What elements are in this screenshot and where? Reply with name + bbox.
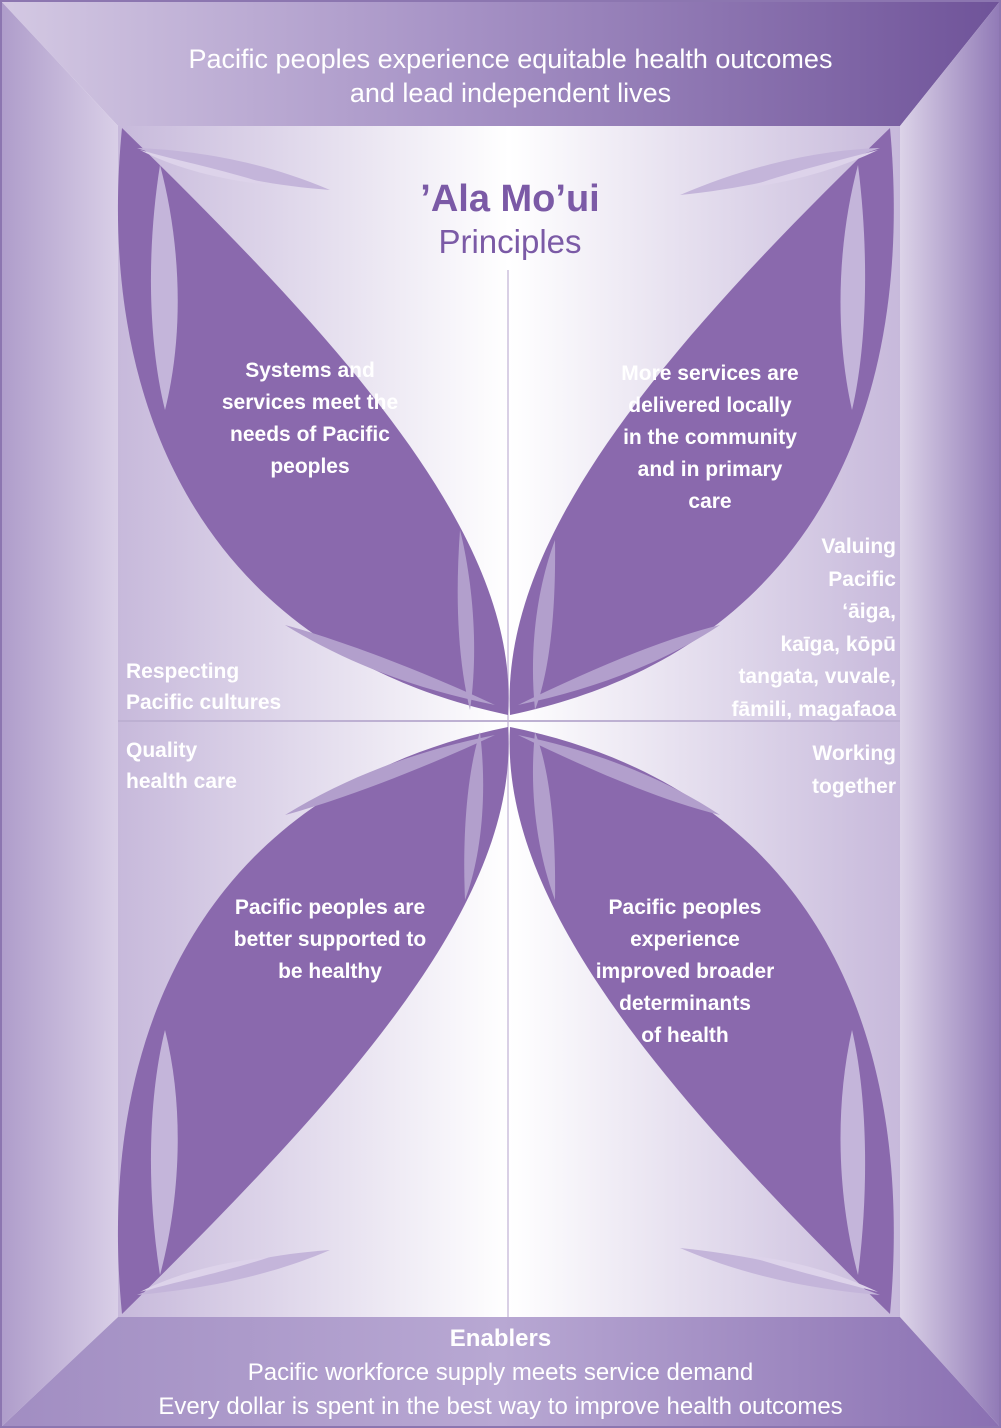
petal-line: be healthy [278, 960, 382, 983]
frame-left-band [0, 0, 118, 1428]
petal-line: More services are [621, 362, 799, 385]
petal-text-bottom-left: Pacific peoples are better supported to … [205, 892, 455, 988]
principle-line: kaīga, kōpū [780, 632, 896, 656]
petal-line: Pacific peoples [608, 896, 762, 919]
principle-line: Respecting [126, 660, 240, 683]
petal-line: delivered locally [628, 394, 792, 417]
principle-respecting-cultures: Respecting Pacific cultures [126, 656, 326, 718]
petal-line: Systems and [245, 359, 375, 382]
petal-line: services meet the [221, 391, 399, 414]
principle-quality-care: Quality health care [126, 735, 326, 797]
title-subtitle: Principles [438, 223, 582, 260]
petal-line: of health [641, 1024, 729, 1047]
petal-text-top-left: Systems and services meet the needs of P… [200, 355, 420, 483]
petal-line: needs of Pacific [230, 423, 390, 446]
petal-top-left [117, 128, 509, 715]
principle-line: tangata, vuvale, [738, 665, 896, 688]
petal-line: better supported to [233, 928, 427, 951]
petal-line: determinants [619, 992, 751, 1015]
petal-line: experience [630, 928, 740, 951]
petal-line: Pacific peoples are [234, 896, 426, 919]
diagram-title: ’Ala Mo’ui Principles [360, 176, 660, 262]
principle-line: health care [126, 770, 237, 793]
frame-bottom-band [0, 1317, 1001, 1428]
enablers-banner: Enablers Pacific workforce supply meets … [40, 1322, 961, 1424]
petal-line: improved broader [595, 960, 775, 983]
principle-line: together [812, 775, 896, 798]
principle-line: Quality [126, 739, 198, 762]
petal-text-bottom-right: Pacific peoples experience improved broa… [570, 892, 800, 1052]
principle-line: Pacific cultures [126, 691, 282, 714]
principle-working-together: Working together [696, 737, 896, 803]
petal-line: in the community [623, 426, 797, 449]
petal-line: peoples [270, 455, 350, 478]
frame-right-band [900, 0, 1001, 1428]
enabler-line-1: Pacific workforce supply meets service d… [247, 1359, 754, 1386]
petal-line: and in primary [637, 458, 783, 481]
frame-top-band [0, 0, 1001, 126]
enabler-line-2: Every dollar is spent in the best way to… [158, 1393, 843, 1420]
principle-line: Pacific [828, 567, 896, 591]
petal-line: care [688, 490, 732, 513]
petal-text-top-right: More services are delivered locally in t… [590, 358, 830, 518]
principle-line: Working [812, 742, 896, 765]
principle-line: fāmili, magafaoa [731, 697, 896, 721]
principle-valuing-families: Valuing Pacific ‘āiga, kaīga, kōpū tanga… [646, 531, 896, 726]
outcome-banner: Pacific peoples experience equitable hea… [60, 42, 961, 110]
outcome-line-2: and lead independent lives [349, 78, 672, 108]
enablers-heading: Enablers [449, 1325, 552, 1352]
principle-line: Valuing [821, 535, 896, 558]
title-name: ’Ala Mo’ui [420, 178, 600, 220]
petal-top-right [509, 128, 894, 715]
outcome-line-1: Pacific peoples experience equitable hea… [188, 44, 833, 74]
principle-line: ‘āiga, [842, 600, 896, 623]
petal-bottom-right [509, 727, 894, 1314]
petal-bottom-left [117, 727, 509, 1314]
